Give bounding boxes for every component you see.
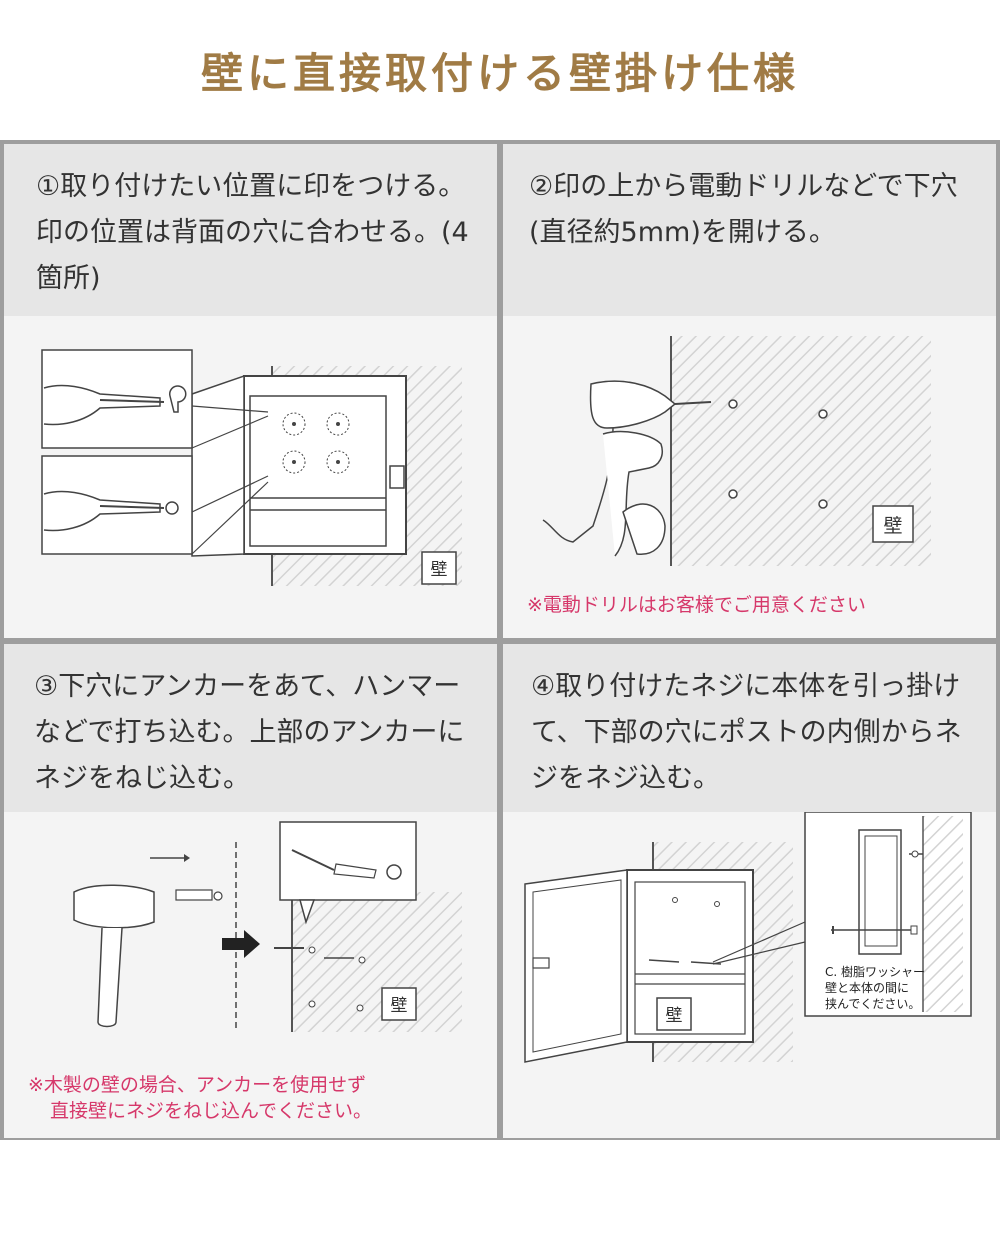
step-2-note: ※電動ドリルはお客様でご用意ください xyxy=(527,594,866,616)
step-4-illustration: C. 樹脂ワッシャー 壁と本体の間に 挟んでください。 壁 xyxy=(524,812,972,1063)
step-3-illustration: 壁 xyxy=(73,821,462,1032)
step-2-panel: ②印の上から電動ドリルなどで下穴(直径約5mm)を開ける。 壁 xyxy=(503,144,996,638)
step-1-header: ①取り付けたい位置に印をつける。印の位置は背面の穴に合わせる。(4箇所) xyxy=(4,144,497,316)
wall-label: 壁 xyxy=(431,560,448,580)
callout-line1: C. 樹脂ワッシャー xyxy=(825,964,925,979)
open-door xyxy=(524,869,628,1063)
step-1-illustration: 壁 xyxy=(41,349,462,586)
step-3-text: ③下穴にアンカーをあて、ハンマーなどで打ち込む。上部のアンカーにネジをねじ込む。 xyxy=(34,671,465,794)
wall-label: 壁 xyxy=(883,515,902,537)
step-4-text: ④取り付けたネジに本体を引っ掛けて、下部の穴にポストの内側からネジをネジ込む。 xyxy=(531,671,962,794)
step-3-note-line1: ※木製の壁の場合、アンカーを使用せず xyxy=(28,1074,367,1096)
wall-label: 壁 xyxy=(666,1006,683,1026)
wall-label: 壁 xyxy=(391,996,408,1016)
step-2-illustration: 壁 xyxy=(542,336,931,566)
wall-hatch xyxy=(292,892,462,1032)
step-2-text: ②印の上から電動ドリルなどで下穴(直径約5mm)を開ける。 xyxy=(529,171,958,248)
step-4-header: ④取り付けたネジに本体を引っ掛けて、下部の穴にポストの内側からネジをネジ込む。 xyxy=(503,644,996,812)
page-title: 壁に直接取付ける壁掛け仕様 xyxy=(200,49,799,98)
step-3-note-line2: 直接壁にネジをねじ込んでください。 xyxy=(50,1100,373,1122)
steps-grid: ①取り付けたい位置に印をつける。印の位置は背面の穴に合わせる。(4箇所) xyxy=(0,140,1000,1140)
step-3-header: ③下穴にアンカーをあて、ハンマーなどで打ち込む。上部のアンカーにネジをねじ込む。 xyxy=(4,644,497,812)
drill-icon xyxy=(589,380,677,429)
step-1-text: ①取り付けたい位置に印をつける。印の位置は背面の穴に合わせる。(4箇所) xyxy=(36,171,469,294)
callout-line3: 挟んでください。 xyxy=(825,997,920,1011)
callout-line2: 壁と本体の間に xyxy=(825,980,909,995)
step-3-panel: ③下穴にアンカーをあて、ハンマーなどで打ち込む。上部のアンカーにネジをねじ込む。 xyxy=(4,644,497,1138)
step-2-header: ②印の上から電動ドリルなどで下穴(直径約5mm)を開ける。 xyxy=(503,144,996,316)
arrow-icon xyxy=(222,930,260,958)
hammer-icon xyxy=(73,884,155,929)
step-4-panel: ④取り付けたネジに本体を引っ掛けて、下部の穴にポストの内側からネジをネジ込む。 xyxy=(503,644,996,1138)
step-1-panel: ①取り付けたい位置に印をつける。印の位置は背面の穴に合わせる。(4箇所) xyxy=(4,144,497,638)
